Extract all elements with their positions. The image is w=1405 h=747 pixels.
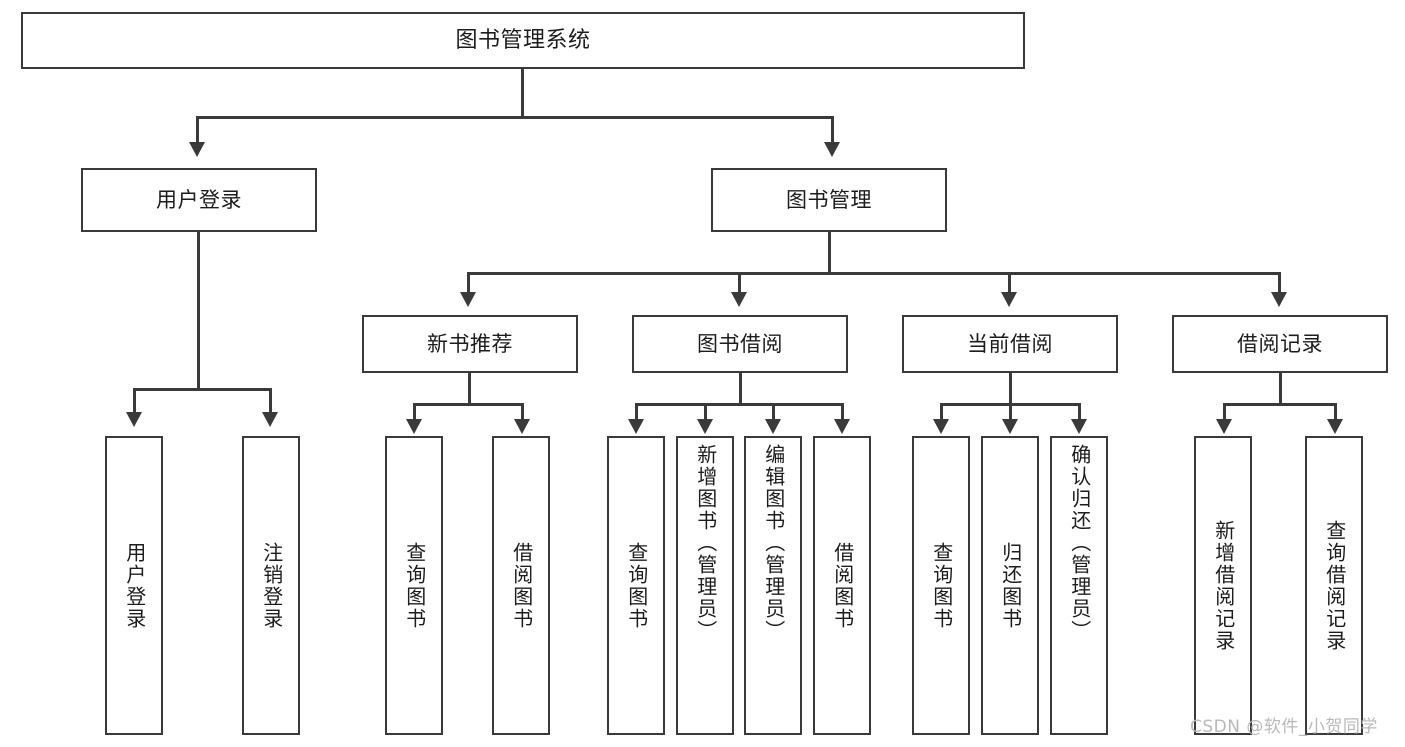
connector-borrow-record-bar bbox=[1223, 403, 1336, 406]
connector-level3-bar bbox=[467, 272, 1279, 275]
node-label: 新增图书（管理员） bbox=[693, 444, 718, 642]
arrow-book-borrow-to-leaf-1 bbox=[628, 419, 644, 434]
connector-current-borrow-to-leaf-1 bbox=[940, 403, 943, 421]
node-label: 查询图书 bbox=[402, 541, 427, 630]
leaf-user-login-login[interactable]: 用户登录 bbox=[105, 436, 163, 735]
connector-new-book-recommend-stem bbox=[468, 373, 471, 405]
node-label: 用户登录 bbox=[156, 187, 242, 212]
connector-current-borrow-to-leaf-3 bbox=[1078, 403, 1081, 421]
csdn-watermark: CSDN @软件_小贺同学 bbox=[1190, 717, 1378, 737]
arrow-root-to-book-management bbox=[824, 142, 840, 157]
connector-root-to-user-login bbox=[196, 116, 199, 144]
connector-root-to-book-management bbox=[831, 116, 834, 144]
node-label: 用户登录 bbox=[122, 541, 147, 630]
connector-book-borrow-bar bbox=[635, 403, 844, 406]
connector-borrow-record-to-leaf-1 bbox=[1223, 403, 1226, 421]
connector-book-borrow-to-leaf-1 bbox=[635, 403, 638, 421]
connector-user-login-to-leaf-1 bbox=[133, 388, 136, 414]
node-label: 借阅图书 bbox=[509, 541, 534, 630]
node-label: 查询图书 bbox=[929, 541, 954, 630]
arrow-current-borrow-to-leaf-2 bbox=[1002, 419, 1018, 434]
node-label: 查询借阅记录 bbox=[1322, 519, 1347, 652]
arrow-book-borrow-to-leaf-2 bbox=[697, 419, 713, 434]
arrow-root-to-user-login bbox=[189, 142, 205, 157]
connector-user-login-to-leaf-2 bbox=[269, 388, 272, 414]
arrow-new-book-recommend-to-leaf-1 bbox=[406, 419, 422, 434]
connector-current-borrow-stem bbox=[1009, 373, 1012, 405]
leaf-new-book-recommend-borrow-book[interactable]: 借阅图书 bbox=[492, 436, 550, 735]
leaf-current-borrow-query-book[interactable]: 查询图书 bbox=[912, 436, 970, 735]
leaf-borrow-record-query-record[interactable]: 查询借阅记录 bbox=[1305, 436, 1363, 735]
node-borrow-record[interactable]: 借阅记录 bbox=[1172, 315, 1388, 373]
node-label: 归还图书 bbox=[998, 541, 1023, 630]
node-label: 借阅记录 bbox=[1237, 331, 1323, 356]
leaf-book-borrow-borrow-book[interactable]: 借阅图书 bbox=[813, 436, 871, 735]
node-label: 借阅图书 bbox=[830, 541, 855, 630]
node-current-borrow[interactable]: 当前借阅 bbox=[902, 315, 1118, 373]
arrow-user-login-to-leaf-2 bbox=[262, 412, 278, 427]
connector-book-borrow-to-leaf-4 bbox=[841, 403, 844, 421]
node-new-book-recommend[interactable]: 新书推荐 bbox=[362, 315, 578, 373]
node-user-login[interactable]: 用户登录 bbox=[81, 168, 317, 232]
connector-to-borrow-record bbox=[1278, 272, 1281, 294]
connector-to-current-borrow bbox=[1008, 272, 1011, 294]
connector-book-borrow-to-leaf-3 bbox=[772, 403, 775, 421]
connector-user-login-bar bbox=[133, 388, 271, 391]
arrow-book-borrow-to-leaf-3 bbox=[765, 419, 781, 434]
arrow-to-new-book-recommend bbox=[460, 292, 476, 307]
node-book-management[interactable]: 图书管理 bbox=[711, 168, 947, 232]
node-label: 编辑图书（管理员） bbox=[761, 444, 786, 642]
node-label: 查询图书 bbox=[624, 541, 649, 630]
connector-book-borrow-stem bbox=[739, 373, 742, 405]
connector-borrow-record-stem bbox=[1279, 373, 1282, 405]
connector-book-borrow-to-leaf-2 bbox=[704, 403, 707, 421]
leaf-user-login-logout[interactable]: 注销登录 bbox=[242, 436, 300, 735]
connector-new-book-recommend-to-leaf-1 bbox=[413, 403, 416, 421]
node-label: 图书管理系统 bbox=[455, 27, 591, 53]
node-label: 图书管理 bbox=[786, 187, 872, 212]
node-label: 图书借阅 bbox=[697, 331, 783, 356]
node-book-borrow[interactable]: 图书借阅 bbox=[632, 315, 848, 373]
connector-new-book-recommend-bar bbox=[413, 403, 523, 406]
arrow-to-current-borrow bbox=[1001, 292, 1017, 307]
arrow-book-borrow-to-leaf-4 bbox=[834, 419, 850, 434]
arrow-borrow-record-to-leaf-2 bbox=[1327, 419, 1343, 434]
connector-to-new-book-recommend bbox=[467, 272, 470, 294]
arrow-current-borrow-to-leaf-1 bbox=[933, 419, 949, 434]
arrow-borrow-record-to-leaf-1 bbox=[1216, 419, 1232, 434]
connector-to-book-borrow bbox=[738, 272, 741, 294]
node-label: 确认归还（管理员） bbox=[1067, 444, 1092, 642]
node-label: 注销登录 bbox=[259, 541, 284, 630]
arrow-to-borrow-record bbox=[1271, 292, 1287, 307]
connector-user-login-stem bbox=[197, 232, 200, 390]
node-label: 新书推荐 bbox=[427, 331, 513, 356]
node-label: 新增借阅记录 bbox=[1211, 519, 1236, 652]
arrow-to-book-borrow bbox=[731, 292, 747, 307]
leaf-book-borrow-query-book[interactable]: 查询图书 bbox=[607, 436, 665, 735]
leaf-current-borrow-confirm-return-admin[interactable]: 确认归还（管理员） bbox=[1050, 436, 1108, 735]
connector-book-management-stem bbox=[828, 232, 831, 274]
node-root-book-management-system[interactable]: 图书管理系统 bbox=[21, 12, 1025, 69]
arrow-new-book-recommend-to-leaf-2 bbox=[514, 419, 530, 434]
leaf-book-borrow-edit-book-admin[interactable]: 编辑图书（管理员） bbox=[744, 436, 802, 735]
leaf-book-borrow-add-book-admin[interactable]: 新增图书（管理员） bbox=[676, 436, 734, 735]
leaf-borrow-record-add-record[interactable]: 新增借阅记录 bbox=[1194, 436, 1252, 735]
leaf-current-borrow-return-book[interactable]: 归还图书 bbox=[981, 436, 1039, 735]
leaf-new-book-recommend-query-book[interactable]: 查询图书 bbox=[385, 436, 443, 735]
connector-borrow-record-to-leaf-2 bbox=[1334, 403, 1337, 421]
connector-current-borrow-to-leaf-2 bbox=[1009, 403, 1012, 421]
node-label: 当前借阅 bbox=[967, 331, 1053, 356]
connector-root-bar bbox=[196, 116, 834, 119]
connector-new-book-recommend-to-leaf-2 bbox=[521, 403, 524, 421]
connector-root-stem bbox=[521, 69, 524, 118]
arrow-user-login-to-leaf-1 bbox=[126, 412, 142, 427]
arrow-current-borrow-to-leaf-3 bbox=[1071, 419, 1087, 434]
